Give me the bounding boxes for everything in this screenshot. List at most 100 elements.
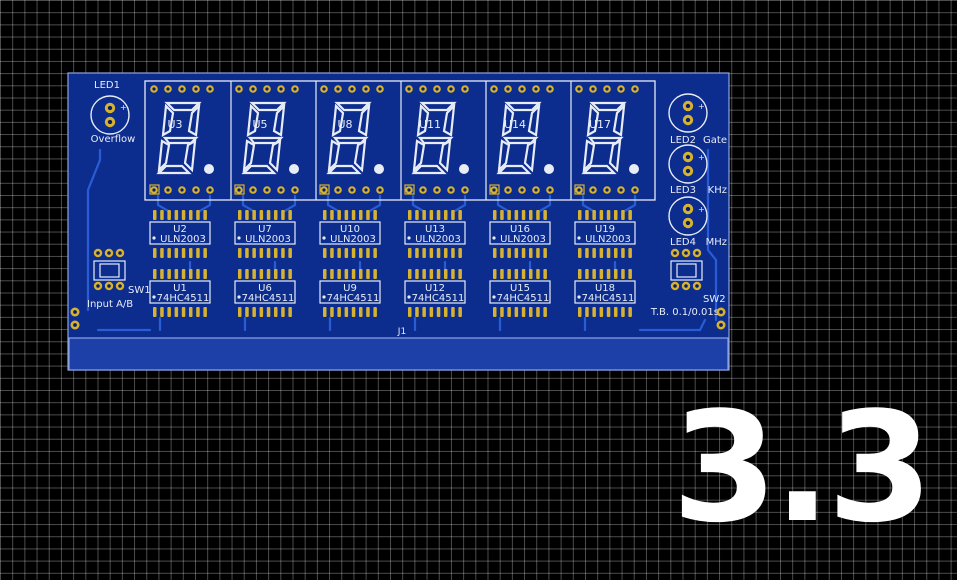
segment-dp [544,164,554,174]
trace [536,194,552,214]
ic-pin [507,307,511,317]
segment-d [241,164,277,175]
sw1-ref: SW1 [128,285,151,296]
display-ref: U8 [337,118,352,131]
ic-body [574,221,636,245]
ic-pin [614,307,618,317]
ic-part: ULN2003 [415,234,461,245]
pin1-square [234,184,245,195]
pad-hole [506,188,510,192]
switch-knob [99,263,120,278]
pin1-dot [492,295,496,299]
pad-hole [364,87,368,91]
pad-hole [152,188,156,192]
pad-hole [180,188,184,192]
ic-pin [444,248,448,258]
ic-pin [599,248,604,258]
ic-pin [351,210,356,220]
ic-pin [323,248,327,258]
ic-pin [621,248,625,258]
trace [581,194,597,214]
pad-hole [265,87,269,91]
ic-body [574,280,636,304]
ic-pin [153,248,157,258]
ic-pin [444,269,448,279]
ic-pin [493,248,497,258]
ic-pin [196,307,200,317]
ic-part: ULN2003 [500,234,546,245]
trace [366,194,382,214]
ic-pin [167,210,171,220]
display-u17: U17 [570,81,639,200]
pad-hole [695,251,699,255]
segment-e [497,139,511,173]
segment-d [156,164,192,175]
ic-pin [323,307,327,317]
ic-pin [578,210,582,220]
ic-pin [628,307,632,317]
ic-pin [536,210,540,220]
ic-pin [436,210,441,220]
ic-pin [422,307,426,317]
polarity-mark: + [120,103,127,112]
segment-b [527,103,541,137]
ic-pin [274,269,278,279]
pad-hole [633,87,637,91]
ic-pin [606,269,611,279]
ic-pin [174,248,179,258]
ic-pin [521,210,526,220]
ic-pin [174,307,179,317]
pad-hole [685,103,691,109]
pad-hole [180,87,184,91]
ic-body [319,280,381,304]
ic-pin [599,307,604,317]
ic-pin [288,307,292,317]
ic-ref: U2 [173,224,187,235]
ic-pin [521,307,526,317]
pad-hole [107,105,113,111]
sw2-ref: SW2 [703,294,726,305]
ic-pin [259,307,264,317]
ic-pin [238,269,242,279]
pad-hole [251,188,255,192]
ic-pin [266,269,271,279]
trace [496,194,512,214]
pad-hole [96,251,100,255]
ic-pin [621,269,625,279]
version-label: 3.3 [671,379,933,556]
ic-pin [606,248,611,258]
ic-pin [436,248,441,258]
pad-hole [251,87,255,91]
segment-g [502,136,539,145]
pad-hole [107,119,113,125]
ic-pin [181,269,186,279]
ic-pin [252,248,256,258]
ic-pin [281,210,285,220]
pin1-square [319,184,330,195]
segment-a [504,101,542,112]
ic-pin [408,248,412,258]
ic-ref: U16 [510,224,530,235]
pin1-dot [577,236,581,240]
pad-hole [492,188,496,192]
pin1-dot [322,295,326,299]
switch-body [93,260,126,281]
pad-hole [322,87,326,91]
ic-pin [621,307,625,317]
segment-g [417,136,454,145]
pin1-dot [237,295,241,299]
ic-pin [160,210,164,220]
ic-pin [373,210,377,220]
ic-pin [408,210,412,220]
ic-pin [500,210,504,220]
ic-pin [337,210,341,220]
pad-hole [449,87,453,91]
pad-hole [208,188,212,192]
connector-body [68,337,729,371]
segment-b [442,103,456,137]
ic-part: 74HC4511 [582,293,635,304]
